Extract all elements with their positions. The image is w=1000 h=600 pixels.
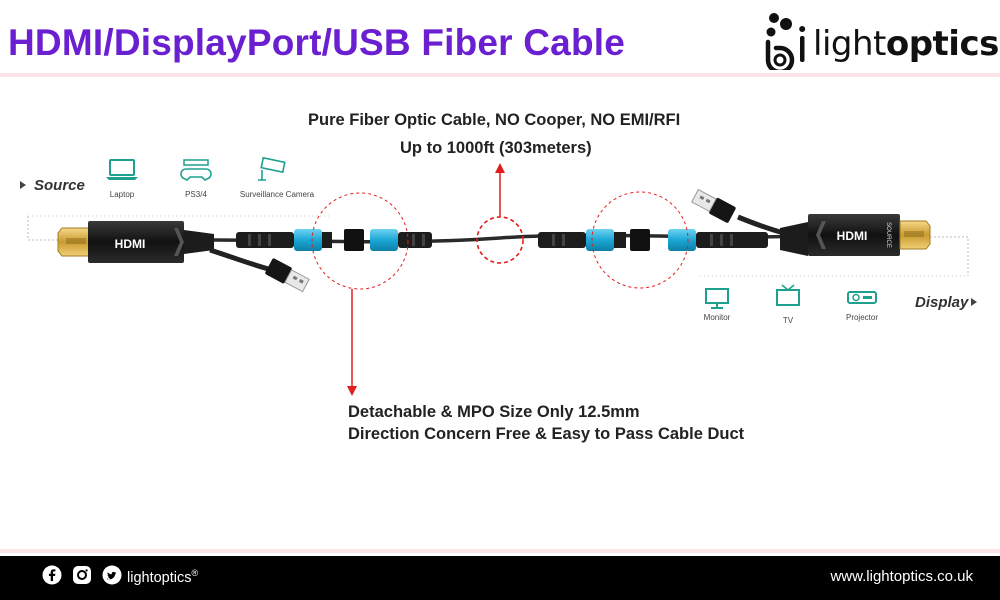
projector-icon	[847, 291, 877, 304]
plug-label: HDMI	[115, 237, 146, 251]
logo-mark-icon	[765, 13, 806, 75]
mpo-callout-arrow	[347, 289, 357, 396]
source-device-ps: PS3/4	[180, 159, 212, 199]
source-device-laptop: Laptop	[106, 159, 138, 199]
plug-label: HDMI	[837, 229, 868, 243]
twitter-icon[interactable]	[102, 565, 122, 585]
display-device-monitor: Monitor	[704, 288, 731, 322]
footer-website-link[interactable]: www.lightoptics.co.uk	[830, 568, 973, 585]
display-hdmi-plug: HDMI SOURCE	[780, 214, 931, 256]
instagram-icon[interactable]	[72, 565, 92, 585]
fiber-callout-arrow	[495, 163, 505, 217]
left-connector-highlight	[311, 192, 409, 290]
right-mpo-connector	[538, 229, 768, 251]
source-label-text: Source	[34, 177, 85, 194]
laptop-icon	[106, 159, 138, 180]
footer-brand: lightoptics®	[127, 568, 199, 586]
device-label: Laptop	[110, 190, 135, 199]
right-connector-highlight	[591, 191, 689, 289]
facebook-icon[interactable]	[42, 565, 62, 585]
fiber-note-line2: Up to 1000ft (303meters)	[400, 139, 592, 157]
mpo-note-line2: Direction Concern Free & Easy to Pass Ca…	[348, 425, 745, 443]
page-title: HDMI/DisplayPort/USB Fiber Cable	[8, 22, 626, 63]
display-bracket-line	[930, 236, 969, 276]
device-label: Surveillance Camera	[240, 190, 315, 199]
plug-side-label: SOURCE	[885, 222, 891, 248]
source-label: Source	[20, 177, 85, 194]
display-label-text: Display	[915, 294, 969, 311]
brand-logo: lightoptics	[762, 10, 999, 75]
display-arrow-icon	[971, 298, 977, 306]
source-arrow-icon	[20, 181, 26, 189]
device-label: Monitor	[704, 313, 731, 322]
device-label: Projector	[846, 313, 878, 322]
top-divider-band	[0, 73, 1000, 77]
logo-wordmark: lightoptics	[813, 24, 999, 64]
device-label: PS3/4	[185, 190, 207, 199]
display-device-projector: Projector	[846, 291, 878, 322]
source-hdmi-plug: HDMI	[57, 221, 214, 263]
bottom-divider-band	[0, 549, 1000, 553]
device-label: TV	[783, 316, 794, 325]
camera-icon	[258, 156, 286, 181]
cable-diagram: Source Laptop PS3/4 Surveillance Camera …	[20, 156, 977, 396]
left-mpo-connector	[236, 229, 432, 251]
social-links	[42, 565, 122, 585]
display-label: Display	[915, 294, 977, 311]
footer-bar: lightoptics® www.lightoptics.co.uk	[0, 556, 1000, 600]
mpo-note-line1: Detachable & MPO Size Only 12.5mm	[348, 403, 640, 421]
display-device-tv: TV	[776, 284, 800, 325]
gamepad-icon	[180, 159, 212, 181]
fiber-note-line1: Pure Fiber Optic Cable, NO Cooper, NO EM…	[308, 111, 681, 129]
monitor-icon	[705, 288, 729, 309]
tv-icon	[776, 284, 800, 306]
source-device-camera: Surveillance Camera	[240, 156, 315, 199]
source-usb-cable	[209, 247, 310, 293]
source-bracket-line	[27, 216, 62, 241]
